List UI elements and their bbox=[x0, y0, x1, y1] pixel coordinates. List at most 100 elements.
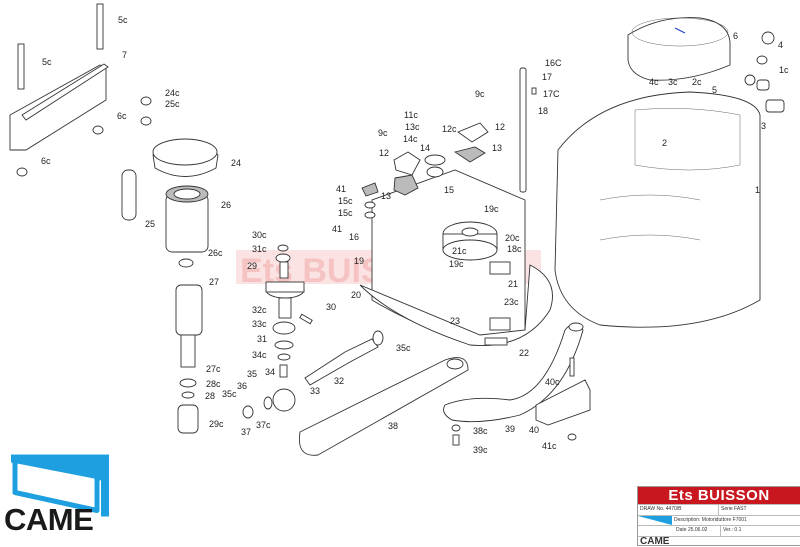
part-label: 35 bbox=[247, 369, 257, 379]
part-label: 1 bbox=[755, 185, 760, 195]
part-main-housing bbox=[554, 91, 761, 328]
part-label: 24 bbox=[231, 158, 241, 168]
part-label: 19 bbox=[354, 256, 364, 266]
part-label: 41c bbox=[542, 441, 557, 451]
part-label: 40 bbox=[529, 425, 539, 435]
part-label: 34c bbox=[252, 350, 267, 360]
draw-number: DRAW No. 4470/B bbox=[638, 505, 719, 515]
part-label: 40c bbox=[545, 377, 560, 387]
part-label: 39 bbox=[505, 424, 515, 434]
part-label: 38c bbox=[473, 426, 488, 436]
part-label: 23c bbox=[504, 297, 519, 307]
part-gearbox-housing bbox=[359, 169, 553, 346]
part-label: 6c bbox=[41, 156, 51, 166]
part-label: 35c bbox=[396, 343, 411, 353]
part-gear-shaft bbox=[265, 244, 313, 378]
part-label: 20c bbox=[505, 233, 520, 243]
part-label: 15 bbox=[444, 185, 454, 195]
part-label: 12 bbox=[495, 122, 505, 132]
part-label: 28c bbox=[206, 379, 221, 389]
part-covers bbox=[361, 122, 489, 219]
part-label: 19c bbox=[484, 204, 499, 214]
part-label: 3 bbox=[761, 121, 766, 131]
part-label: 12c bbox=[442, 124, 457, 134]
part-label: 37c bbox=[256, 420, 271, 430]
part-label: 41 bbox=[336, 184, 346, 194]
part-label: 6 bbox=[733, 31, 738, 41]
part-label: 31c bbox=[252, 244, 267, 254]
part-label: 28 bbox=[205, 391, 215, 401]
part-label: 23 bbox=[450, 316, 460, 326]
part-label: 7 bbox=[122, 50, 127, 60]
part-stator bbox=[165, 185, 209, 268]
part-label: 19c bbox=[449, 259, 464, 269]
part-label: 33c bbox=[252, 319, 267, 329]
part-label: 26 bbox=[221, 200, 231, 210]
came-logo bbox=[11, 454, 109, 517]
part-label: 13 bbox=[381, 191, 391, 201]
part-label: 18 bbox=[538, 106, 548, 116]
logo-mark-icon bbox=[11, 454, 109, 517]
part-top-cover bbox=[627, 17, 731, 81]
part-motor-cap bbox=[121, 96, 219, 221]
part-label: 15c bbox=[338, 196, 353, 206]
part-label: 6c bbox=[117, 111, 127, 121]
part-arm-39 bbox=[443, 322, 591, 446]
part-label: 29c bbox=[209, 419, 224, 429]
part-key-and-lock bbox=[744, 31, 785, 113]
part-label: 9c bbox=[475, 89, 485, 99]
part-label: 20 bbox=[351, 290, 361, 300]
part-label: 12 bbox=[379, 148, 389, 158]
part-label: 22 bbox=[519, 348, 529, 358]
part-label: 26c bbox=[208, 248, 223, 258]
part-label: 25c bbox=[165, 99, 180, 109]
part-label: 38 bbox=[388, 421, 398, 431]
part-label: 16 bbox=[349, 232, 359, 242]
part-label: 13 bbox=[492, 143, 502, 153]
part-label: 17C bbox=[543, 89, 560, 99]
part-label: 21 bbox=[508, 279, 518, 289]
description: Description: Motoriduttore F7001 bbox=[674, 516, 747, 523]
part-label: 2c bbox=[692, 77, 702, 87]
part-label: 16C bbox=[545, 58, 562, 68]
came-logo-text: CAME bbox=[4, 502, 94, 537]
part-label: 39c bbox=[473, 445, 488, 455]
part-label: 17 bbox=[542, 72, 552, 82]
part-label: 30c bbox=[252, 230, 267, 240]
title-block-logo-text: CAME bbox=[640, 535, 670, 547]
part-rod bbox=[519, 67, 537, 193]
part-label: 4 bbox=[778, 40, 783, 50]
title-block-logo-icon bbox=[638, 515, 672, 525]
part-label: 14c bbox=[403, 134, 418, 144]
part-label: 2 bbox=[662, 138, 667, 148]
part-label: 36 bbox=[237, 381, 247, 391]
part-bracket bbox=[9, 3, 109, 177]
title-block-brand: Ets BUISSON bbox=[638, 487, 800, 504]
part-label: 21c bbox=[452, 246, 467, 256]
part-label: 5c bbox=[42, 57, 52, 67]
part-label: 9c bbox=[378, 128, 388, 138]
part-label: 25 bbox=[145, 219, 155, 229]
part-label: 30 bbox=[326, 302, 336, 312]
part-label: 34 bbox=[265, 367, 275, 377]
part-label: 41 bbox=[332, 224, 342, 234]
part-label: 5c bbox=[118, 15, 128, 25]
part-label: 24c bbox=[165, 88, 180, 98]
part-label: 37 bbox=[241, 427, 251, 437]
part-label: 13c bbox=[405, 122, 420, 132]
part-label: 32c bbox=[252, 305, 267, 315]
part-label: 4c bbox=[649, 77, 659, 87]
part-label: 33 bbox=[310, 386, 320, 396]
part-rotor bbox=[175, 284, 203, 434]
part-label: 3c bbox=[668, 77, 678, 87]
part-label: 31 bbox=[257, 334, 267, 344]
part-label: 11c bbox=[404, 110, 418, 120]
part-label: 27 bbox=[209, 277, 219, 287]
part-label: 29 bbox=[247, 261, 257, 271]
part-arm-38 bbox=[298, 357, 469, 456]
part-label: 35c bbox=[222, 389, 237, 399]
part-worm-screw bbox=[242, 330, 384, 419]
version: Ver.: 0.1 bbox=[723, 527, 742, 533]
